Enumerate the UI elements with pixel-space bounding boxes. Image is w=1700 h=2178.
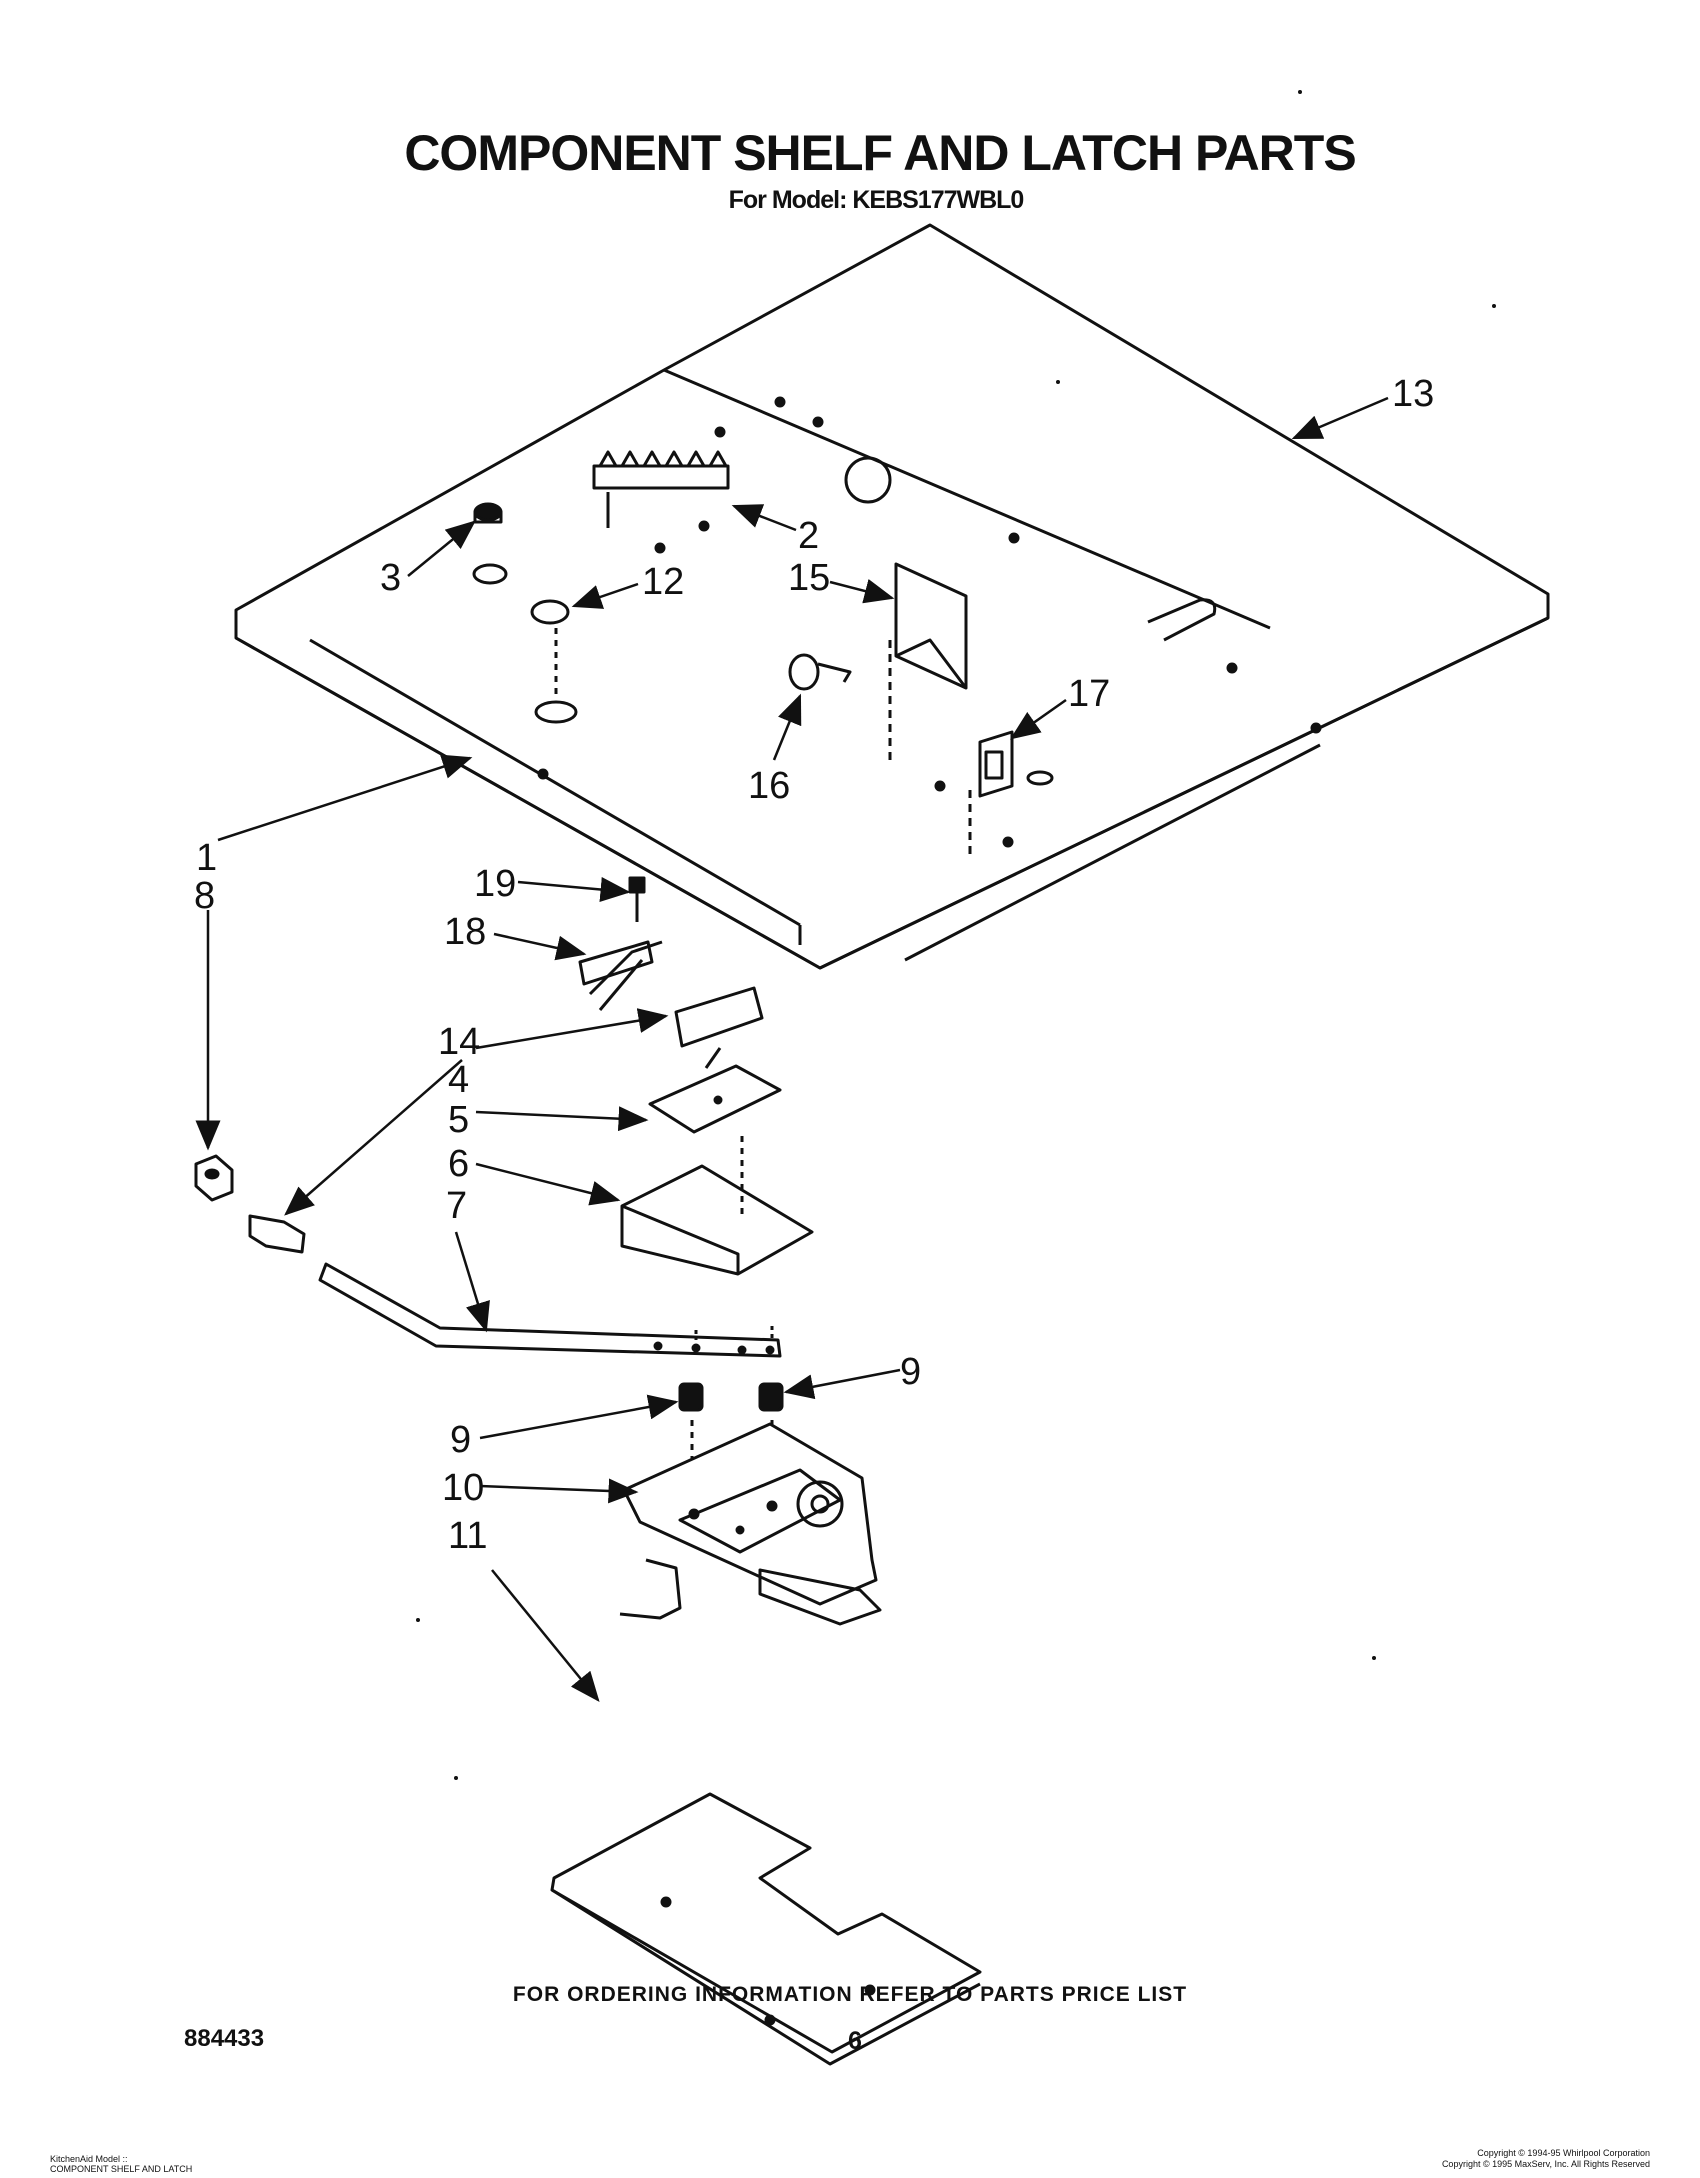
scan-specks — [416, 90, 1496, 1780]
terminal-block — [592, 450, 730, 528]
footer-left-line: KitchenAid Model :: — [50, 2154, 128, 2164]
document-number: 884433 — [184, 2025, 265, 2052]
callout-label: 9 — [450, 1419, 471, 1461]
callout-label: 10 — [442, 1467, 484, 1509]
grommet — [472, 502, 508, 585]
footer-right: Copyright © 1994-95 Whirlpool Corporatio… — [1442, 2148, 1650, 2170]
cover-plate — [550, 1792, 982, 2066]
page-title: COMPONENT SHELF AND LATCH PARTS — [404, 125, 1356, 181]
plug-button — [530, 599, 578, 724]
latch-switch — [674, 986, 764, 1069]
switch-bracket — [888, 562, 968, 764]
screw — [628, 876, 646, 922]
callout-label: 11 — [448, 1515, 487, 1557]
callout-label: 12 — [642, 561, 684, 603]
callout-label: 4 — [448, 1059, 469, 1101]
insulator — [648, 1064, 782, 1134]
callout-label: 18 — [444, 911, 486, 953]
page-number: 6 — [848, 2027, 862, 2055]
callout-leaders — [195, 396, 1389, 1702]
callout-label: 2 — [798, 515, 819, 557]
callout-numbers: 1 8 2 3 12 15 16 17 13 19 18 14 4 5 6 7 … — [194, 373, 1434, 1557]
ordering-note: FOR ORDERING INFORMATION REFER TO PARTS … — [512, 1983, 1188, 2006]
footer-left-line: COMPONENT SHELF AND LATCH — [50, 2164, 193, 2174]
copyright-line: Copyright © 1995 MaxServ, Inc. All Right… — [1441, 2159, 1650, 2169]
thermostat — [788, 653, 852, 691]
callout-label: 5 — [448, 1099, 469, 1141]
latch-assembly — [619, 1422, 882, 1626]
callout-label: 17 — [1068, 673, 1110, 715]
callout-label: 16 — [748, 765, 790, 807]
component-shelf — [234, 223, 1550, 970]
callout-label: 15 — [788, 557, 830, 599]
callout-label: 1 — [196, 837, 217, 879]
footer-left: KitchenAid Model :: COMPONENT SHELF AND … — [50, 2154, 192, 2174]
latch-lever — [578, 940, 663, 1011]
door-switch — [968, 730, 1054, 860]
callout-label: 14 — [438, 1021, 480, 1063]
latch-rod — [318, 1262, 782, 1358]
callout-label: 13 — [1392, 373, 1434, 415]
callout-label: 3 — [380, 557, 401, 599]
model-subtitle: For Model: KEBS177WBL0 — [728, 186, 1025, 214]
callout-label: 19 — [474, 863, 516, 905]
callout-label: 8 — [194, 875, 215, 917]
callout-label: 9 — [900, 1351, 921, 1393]
switch-box — [620, 1136, 814, 1276]
copyright-line: Copyright © 1994-95 Whirlpool Corporatio… — [1477, 2148, 1650, 2158]
link — [248, 1214, 306, 1254]
bumper — [194, 1154, 234, 1202]
callout-label: 6 — [448, 1143, 469, 1185]
callout-label: 7 — [446, 1185, 467, 1227]
